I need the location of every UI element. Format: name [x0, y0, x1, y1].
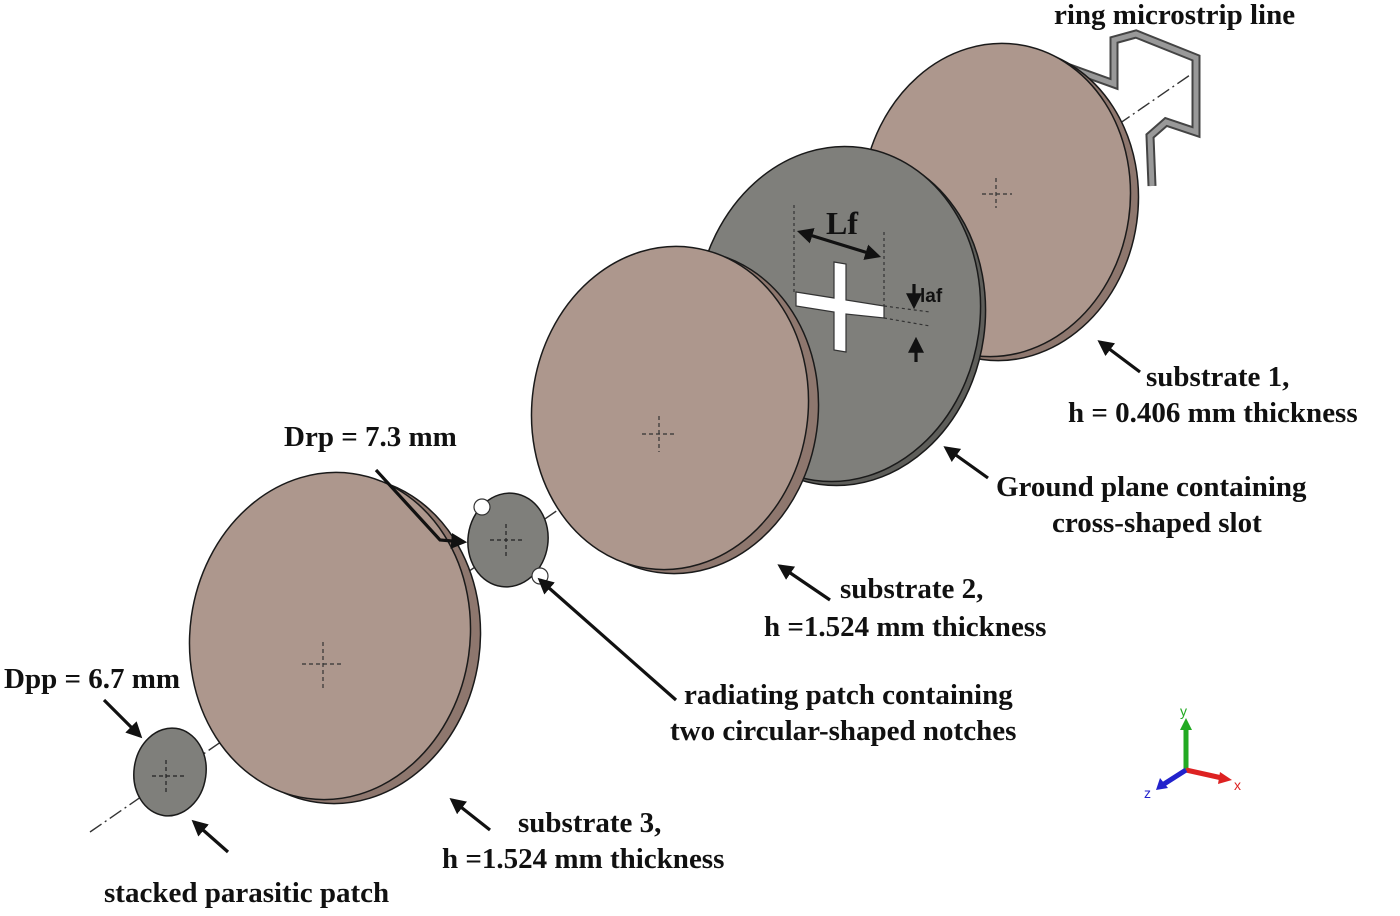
ground-plane-label: Ground plane containing [996, 471, 1307, 503]
ground-plane-pointer [943, 446, 989, 480]
substrate-3 [188, 471, 482, 805]
substrate-1-pointer [1097, 340, 1141, 374]
substrate-3-thickness: h =1.524 mm thickness [442, 843, 724, 875]
ring-line-label: ring microstrip line [1054, 0, 1295, 31]
z-axis-label: z [1144, 785, 1151, 801]
y-axis-label: y [1180, 703, 1187, 719]
substrate-3-pointer [449, 798, 491, 832]
laf-label: laf [920, 286, 943, 307]
radiating-patch [467, 492, 549, 588]
center-mark [642, 416, 676, 452]
laf-dimension: laf [883, 284, 943, 362]
parasitic-patch [133, 727, 207, 817]
radiating-patch-pointer [537, 577, 678, 702]
substrate-1-label: substrate 1, [1146, 361, 1289, 393]
ground-plane-label-2: cross-shaped slot [1052, 507, 1262, 539]
z-axis-arrow [1162, 767, 1188, 787]
center-mark [302, 642, 344, 688]
substrate-2-label: substrate 2, [840, 573, 983, 605]
substrate-1-thickness: h = 0.406 mm thickness [1068, 397, 1358, 429]
substrate-2 [530, 245, 820, 575]
drp-label: Drp = 7.3 mm [284, 421, 457, 453]
patch-notch [473, 498, 491, 516]
substrate-2-thickness: h =1.524 mm thickness [764, 611, 1046, 643]
center-mark [152, 760, 184, 792]
substrate-2-pointer [777, 564, 831, 602]
center-mark [490, 524, 522, 556]
center-mark [982, 178, 1012, 208]
lf-dimension: Lf [793, 205, 885, 306]
parasitic-label: stacked parasitic patch [104, 877, 389, 909]
substrate-3-label: substrate 3, [518, 807, 661, 839]
dpp-pointer [102, 698, 143, 739]
x-axis-arrow [1185, 767, 1223, 781]
x-axis-label: x [1234, 777, 1241, 793]
radiating-patch-label-2: two circular-shaped notches [670, 715, 1016, 747]
axis-triad: y x z [1144, 703, 1241, 801]
lf-label: Lf [826, 205, 858, 241]
dpp-label: Dpp = 6.7 mm [4, 663, 180, 695]
drp-pointer [374, 468, 468, 549]
radiating-patch-label: radiating patch containing [684, 679, 1013, 711]
parasitic-pointer [191, 819, 230, 854]
